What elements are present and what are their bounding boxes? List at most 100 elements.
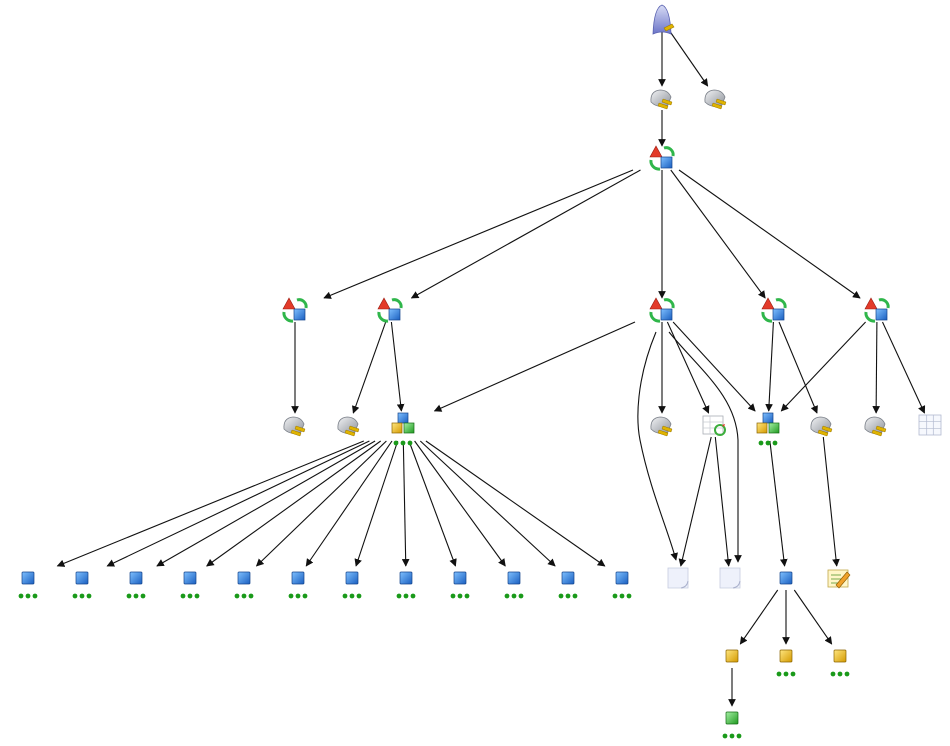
node-leaf-1[interactable] [18,571,38,599]
more-children-ellipsis-icon[interactable] [393,440,413,446]
connection-plug-icon [650,416,673,437]
blue-square-node-icon [345,571,359,585]
cube-cluster-icon [391,412,415,434]
more-children-ellipsis-icon[interactable] [450,593,470,599]
blank-page-icon [719,567,741,589]
node-green-1[interactable] [722,711,742,739]
blue-square-node-icon [561,571,575,585]
node-plug-1[interactable] [283,416,306,437]
more-children-ellipsis-icon[interactable] [72,593,92,599]
more-children-ellipsis-icon[interactable] [558,593,578,599]
edge-cubes-2-to-blue-13 [769,440,788,567]
cube-cluster-icon [756,412,780,434]
edge-cubes-1-to-leaf-11 [419,440,556,567]
blue-square-node-icon [21,571,35,585]
connection-plug-icon [650,89,673,110]
blue-square-node-icon [507,571,521,585]
edge-shapes-main-to-shapes-5 [678,169,861,299]
more-children-ellipsis-icon[interactable] [830,671,850,677]
connection-plug-icon [337,416,360,437]
node-yellow-2[interactable] [776,649,796,677]
more-children-ellipsis-icon[interactable] [126,593,146,599]
shapes-group-icon [282,297,308,323]
more-children-ellipsis-icon[interactable] [504,593,524,599]
node-leaf-11[interactable] [558,571,578,599]
more-children-ellipsis-icon[interactable] [234,593,254,599]
node-grid-1[interactable] [918,414,942,436]
node-plug-2[interactable] [337,416,360,437]
node-leaf-6[interactable] [288,571,308,599]
node-yellow-1[interactable] [725,649,739,663]
more-children-ellipsis-icon[interactable] [180,593,200,599]
node-cubes-2[interactable] [756,412,780,446]
edge-shapes-3-to-cubes-2 [672,321,756,412]
connection-plug-icon [283,416,306,437]
edge-cubes-1-to-leaf-6 [305,440,393,567]
node-plug-a[interactable] [650,89,673,110]
yellow-square-node-icon [725,649,739,663]
node-leaf-10[interactable] [504,571,524,599]
node-blue-13[interactable] [779,571,793,585]
connection-plug-icon [864,416,887,437]
node-plug-3[interactable] [650,416,673,437]
edge-table-1-to-page-2 [714,436,732,567]
node-leaf-2[interactable] [72,571,92,599]
edge-shapes-3-to-page-2 [668,331,742,563]
table-refresh-icon [702,415,726,436]
shapes-group-icon [649,297,675,323]
edge-shapes-2-to-cubes-1 [390,321,405,412]
edge-cubes-1-to-leaf-10 [414,440,506,567]
node-leaf-4[interactable] [180,571,200,599]
node-leaf-7[interactable] [342,571,362,599]
node-shapes-3[interactable] [649,297,675,323]
edge-cubes-1-to-leaf-7 [354,440,399,567]
more-children-ellipsis-icon[interactable] [18,593,38,599]
edge-shapes-4-to-plug-4 [778,321,818,414]
nodes-layer [18,4,942,739]
green-square-node-icon [725,711,739,725]
more-children-ellipsis-icon[interactable] [722,733,742,739]
node-table-1[interactable] [702,415,726,436]
node-shapes-main[interactable] [649,145,675,171]
node-root[interactable] [652,4,675,35]
node-plug-5[interactable] [864,416,887,437]
node-shapes-2[interactable] [377,297,403,323]
blue-square-node-icon [779,571,793,585]
node-plug-4[interactable] [810,416,833,437]
edge-shapes-5-to-cubes-2 [780,321,866,412]
connection-plug-icon [810,416,833,437]
node-leaf-3[interactable] [126,571,146,599]
edge-cubes-1-to-leaf-2 [106,440,370,567]
more-children-ellipsis-icon[interactable] [288,593,308,599]
edge-table-1-to-page-1 [678,436,712,567]
edge-cubes-1-to-leaf-1 [56,440,365,567]
edge-shapes-3-to-page-1 [637,331,678,561]
node-leaf-12[interactable] [612,571,632,599]
node-leaf-5[interactable] [234,571,254,599]
node-page-2[interactable] [719,567,741,589]
more-children-ellipsis-icon[interactable] [758,440,778,446]
node-plug-b[interactable] [704,89,727,110]
grid-table-icon [918,414,942,436]
edge-shapes-4-to-cubes-2 [765,321,774,412]
more-children-ellipsis-icon[interactable] [396,593,416,599]
node-shapes-1[interactable] [282,297,308,323]
node-shapes-5[interactable] [864,297,890,323]
edge-shapes-3-to-cubes-1 [433,321,636,412]
node-leaf-8[interactable] [396,571,416,599]
node-leaf-9[interactable] [450,571,470,599]
node-yellow-3[interactable] [830,649,850,677]
node-cubes-1[interactable] [391,412,415,446]
more-children-ellipsis-icon[interactable] [612,593,632,599]
more-children-ellipsis-icon[interactable] [342,593,362,599]
blank-page-icon [667,567,689,589]
edge-cubes-1-to-leaf-3 [156,440,376,567]
more-children-ellipsis-icon[interactable] [776,671,796,677]
node-shapes-4[interactable] [761,297,787,323]
blue-square-node-icon [399,571,413,585]
node-edit-1[interactable] [827,569,851,589]
shapes-group-icon [761,297,787,323]
node-page-1[interactable] [667,567,689,589]
edge-shapes-3-to-table-1 [666,321,710,414]
edge-plug-4-to-edit-1 [822,436,840,567]
